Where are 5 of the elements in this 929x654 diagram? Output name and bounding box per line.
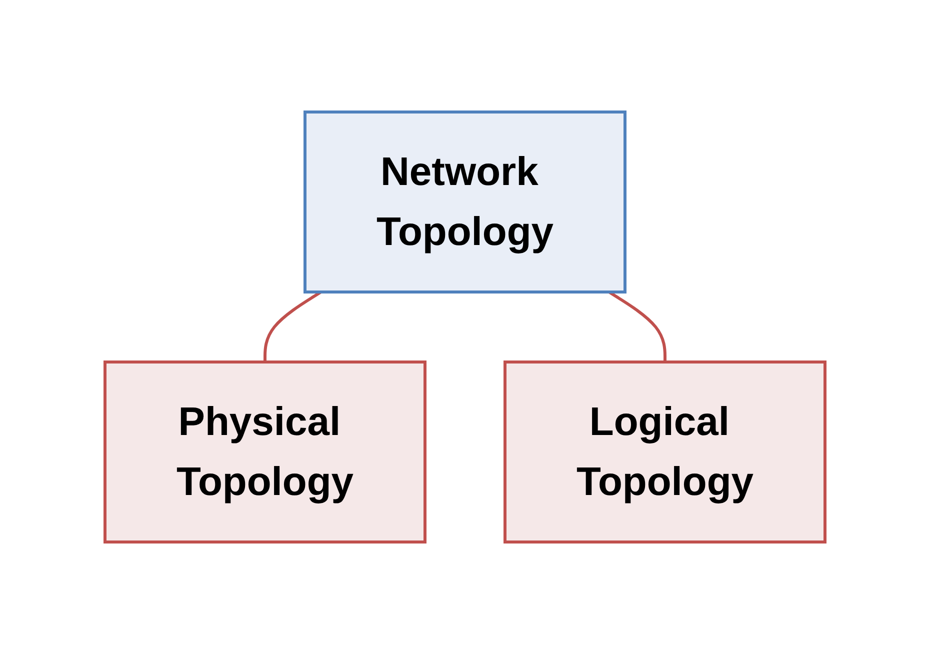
node-box: Physical Topology [103, 360, 426, 544]
connector [608, 290, 666, 362]
node-box: Network Topology [303, 110, 626, 294]
connector [263, 290, 322, 362]
node-box: Logical Topology [503, 360, 826, 544]
